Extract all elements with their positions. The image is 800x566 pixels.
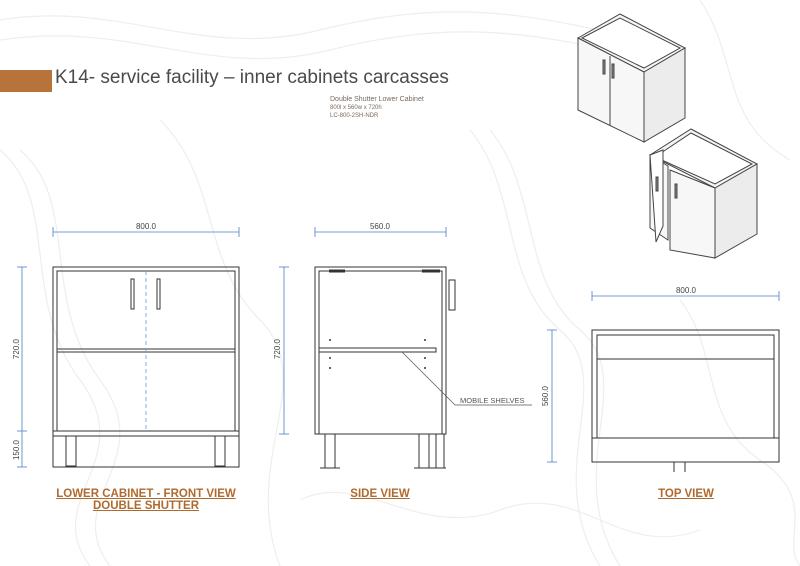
mobile-shelf — [318, 347, 437, 353]
cabinet-code: LC-800-2SH-NDR — [330, 113, 379, 119]
side-dimensions — [279, 227, 447, 435]
side-depth-dim: 560.0 — [370, 222, 391, 231]
cabinet-3d-closed — [576, 13, 687, 143]
side-view-drawing — [314, 266, 456, 469]
side-view-handle — [448, 279, 456, 311]
top-view-drawing — [591, 329, 780, 472]
title-accent-bar — [0, 70, 52, 92]
top-view-label: TOP VIEW — [658, 488, 714, 500]
mobile-shelves-leader — [401, 351, 532, 406]
side-view-label: SIDE VIEW — [350, 488, 410, 500]
front-height-dim: 720.0 — [12, 338, 21, 359]
front-left-handle — [130, 278, 135, 310]
front-view-label: LOWER CABINET - FRONT VIEW DOUBLE SHUTTE… — [46, 488, 246, 512]
cabinet-3d-open — [648, 128, 759, 259]
front-view-label-line2: DOUBLE SHUTTER — [92, 500, 200, 512]
front-view-drawing — [52, 266, 240, 468]
side-height-dim: 720.0 — [273, 338, 282, 359]
mobile-shelves-callout: MOBILE SHELVES — [460, 396, 524, 405]
front-right-handle — [156, 278, 161, 310]
top-width-dim: 800.0 — [676, 286, 697, 295]
cabinet-dimensions: 800l x 560w x 720h — [330, 105, 382, 111]
cabinet-subtitle: Double Shutter Lower Cabinet — [330, 96, 424, 103]
top-depth-dim: 560.0 — [541, 385, 550, 406]
front-dimensions — [17, 227, 240, 468]
top-dimensions — [547, 291, 780, 463]
front-view-label-line1: LOWER CABINET - FRONT VIEW — [56, 488, 236, 500]
front-plinth-dim: 150.0 — [12, 439, 21, 460]
front-width-dim: 800.0 — [136, 222, 157, 231]
page-title: K14- service facility – inner cabinets c… — [55, 67, 449, 88]
